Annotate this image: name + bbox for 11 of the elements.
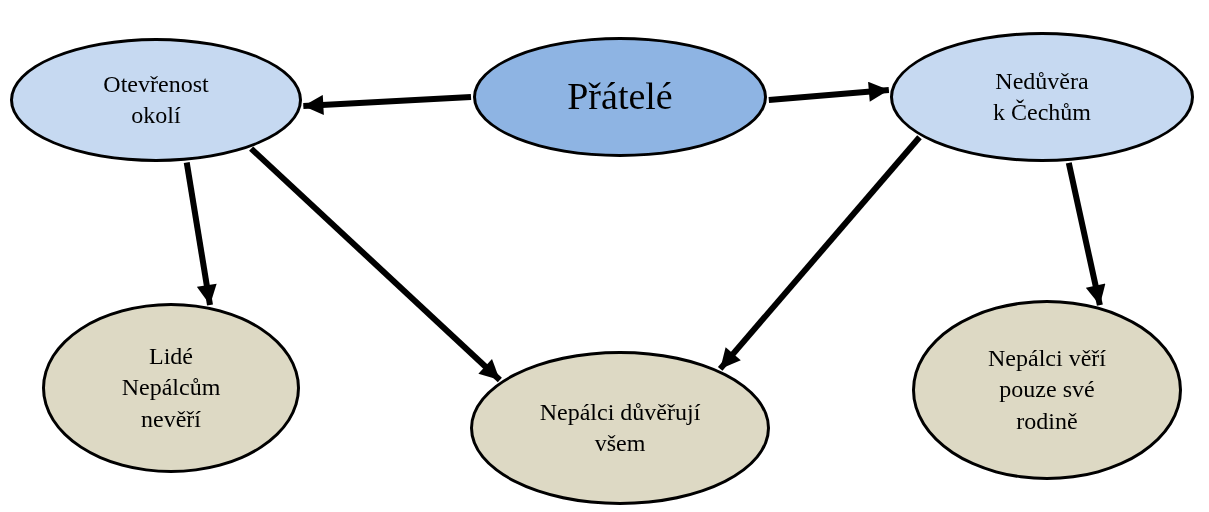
node-label: Nepálci věří pouze své rodině bbox=[987, 344, 1107, 436]
arrow bbox=[303, 94, 472, 115]
node-label: Otevřenost okolí bbox=[102, 69, 210, 130]
node-label: Nepálci důvěřují všem bbox=[538, 397, 702, 458]
arrow bbox=[768, 81, 890, 103]
node-label: Nedůvěra k Čechům bbox=[992, 66, 1092, 127]
arrow bbox=[717, 135, 922, 371]
arrow bbox=[249, 146, 502, 383]
node-label: Lidé Nepálcům nevěří bbox=[120, 342, 222, 434]
arrow bbox=[1065, 162, 1106, 306]
node-label: Přátelé bbox=[567, 74, 673, 120]
